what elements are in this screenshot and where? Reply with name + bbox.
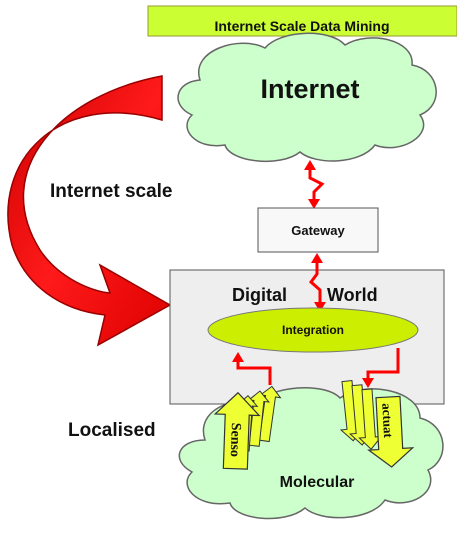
sensor-stack: Senso: [213, 385, 282, 470]
integration-actuator-arrow: [362, 348, 400, 388]
localised-label: Localised: [68, 420, 156, 441]
sensor-integration-arrow: [232, 352, 272, 385]
banner-text: Internet Scale Data Mining: [214, 18, 389, 34]
integration-label: Integration: [282, 323, 344, 337]
cloud-gateway-arrow: [304, 160, 325, 209]
banner: Internet Scale Data Mining: [147, 5, 457, 37]
internet-cloud: Internet: [177, 32, 437, 163]
actuator-stack: actuat: [339, 379, 415, 468]
internet-scale-label: Internet scale: [50, 181, 173, 202]
integration-ellipse: Integration: [207, 307, 419, 353]
digital-world-label-right: World: [327, 285, 378, 305]
banner-box: [147, 5, 457, 37]
internet-cloud-label: Internet: [260, 74, 359, 104]
gateway-box: Gateway: [257, 207, 379, 253]
gateway-integration-arrow: [308, 253, 326, 312]
sensor-label: Senso: [227, 422, 243, 457]
actuator-label: actuat: [379, 403, 396, 439]
gateway-label: Gateway: [291, 223, 345, 238]
digital-world-label-left: Digital: [232, 285, 287, 305]
molecular-label: Molecular: [280, 474, 355, 491]
internet-scale-curved-arrow: [7, 75, 172, 347]
